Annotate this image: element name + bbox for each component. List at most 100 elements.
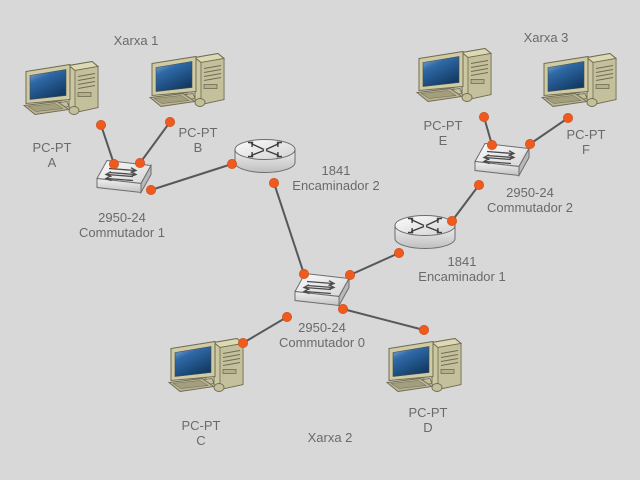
- port_rt1_n-dot[interactable]: [447, 216, 457, 226]
- device-sw1[interactable]: [93, 157, 155, 204]
- device-pc_c[interactable]: [167, 337, 246, 404]
- port_b-dot[interactable]: [165, 117, 175, 127]
- pc-monitor-icon: [418, 50, 464, 97]
- device-model-pc_a: PC-PT: [32, 140, 72, 155]
- device-name-pc_f: F: [582, 142, 590, 157]
- port_sw1_a-dot[interactable]: [109, 159, 119, 169]
- port_d-dot[interactable]: [419, 325, 429, 335]
- pc-tower-icon: [67, 60, 100, 114]
- port_c-dot[interactable]: [238, 338, 248, 348]
- pc-tower-icon: [460, 47, 493, 101]
- pc-tower-icon: [585, 52, 618, 106]
- router-arrows-icon: [407, 217, 443, 234]
- device-model-pc_c: PC-PT: [181, 418, 221, 433]
- device-sw0[interactable]: [291, 270, 353, 317]
- switch-chassis-icon: [474, 142, 530, 178]
- port_sw0_nw-dot[interactable]: [299, 269, 309, 279]
- switch-arrows-icon: [482, 150, 516, 165]
- device-model-rt1: 1841: [447, 254, 477, 269]
- router-chassis-icon: [234, 139, 296, 173]
- port_sw1_up-dot[interactable]: [146, 185, 156, 195]
- router-chassis-icon: [394, 215, 456, 249]
- device-model-pc_f: PC-PT: [566, 127, 606, 142]
- device-pc_f[interactable]: [540, 52, 619, 119]
- link-pc_a-sw1[interactable]: [100, 124, 115, 165]
- pc-tower-icon: [193, 52, 226, 106]
- zone-label-xarxa1: Xarxa 1: [113, 33, 159, 48]
- device-model-pc_b: PC-PT: [178, 125, 218, 140]
- link-pc_c-sw0[interactable]: [242, 316, 288, 344]
- port_a-dot[interactable]: [96, 120, 106, 130]
- device-name-sw0: Commutador 0: [279, 335, 365, 350]
- device-name-pc_e: E: [438, 133, 448, 148]
- device-model-sw0: 2950-24: [298, 320, 346, 335]
- pc-tower-icon: [212, 337, 245, 391]
- device-name-pc_d: D: [423, 420, 433, 435]
- port_sw2_sw-dot[interactable]: [474, 180, 484, 190]
- device-pc_a[interactable]: [22, 60, 101, 127]
- link-rt1-sw2[interactable]: [451, 184, 480, 222]
- port_rt2_s-dot[interactable]: [269, 178, 279, 188]
- device-model-pc_e: PC-PT: [423, 118, 463, 133]
- port_sw0_ne-dot[interactable]: [345, 270, 355, 280]
- device-name-sw1: Commutador 1: [79, 225, 165, 240]
- port_sw2_e-dot[interactable]: [487, 140, 497, 150]
- router-arrows-icon: [247, 141, 283, 158]
- link-pc_d-sw0[interactable]: [342, 308, 425, 331]
- device-name-rt1: Encaminador 1: [418, 269, 506, 284]
- port_rt2_w-dot[interactable]: [227, 159, 237, 169]
- switch-chassis-icon: [294, 272, 350, 308]
- zone-label-xarxa2: Xarxa 2: [307, 430, 353, 445]
- pc-mouse-icon: [194, 98, 206, 107]
- device-name-sw2: Commutador 2: [487, 200, 573, 215]
- port_sw2_f-dot[interactable]: [525, 139, 535, 149]
- device-pc_b[interactable]: [148, 52, 227, 119]
- port_sw0_se-dot[interactable]: [338, 304, 348, 314]
- device-model-sw2: 2950-24: [506, 185, 554, 200]
- port_sw0_sw-dot[interactable]: [282, 312, 292, 322]
- link-pc_b-sw1[interactable]: [139, 121, 171, 164]
- pc-mouse-icon: [213, 383, 225, 392]
- link-sw0-rt1[interactable]: [349, 252, 400, 276]
- link-pc_e-sw2[interactable]: [483, 116, 493, 146]
- device-pc_d[interactable]: [385, 337, 464, 404]
- device-pc_e[interactable]: [415, 47, 494, 114]
- port_sw1_b-dot[interactable]: [135, 158, 145, 168]
- device-name-rt2: Encaminador 2: [292, 178, 380, 193]
- device-rt2[interactable]: [233, 138, 297, 183]
- link-sw1-rt2[interactable]: [150, 163, 233, 191]
- port_rt1_w-dot[interactable]: [394, 248, 404, 258]
- link-pc_f-sw2[interactable]: [529, 117, 569, 145]
- pc-mouse-icon: [461, 93, 473, 102]
- pc-mouse-icon: [68, 106, 80, 115]
- device-model-sw1: 2950-24: [98, 210, 146, 225]
- device-name-pc_a: A: [47, 155, 57, 170]
- pc-tower-icon: [430, 337, 463, 391]
- link-rt2-sw0[interactable]: [273, 182, 305, 275]
- pc-mouse-icon: [586, 98, 598, 107]
- device-rt1[interactable]: [393, 214, 457, 259]
- pc-keyboard-icon: [415, 88, 464, 102]
- device-sw2[interactable]: [471, 140, 533, 187]
- pc-mouse-icon: [431, 383, 443, 392]
- port_f-dot[interactable]: [563, 113, 573, 123]
- switch-arrows-icon: [302, 280, 336, 295]
- device-model-rt2: 1841: [321, 163, 351, 178]
- device-name-pc_c: C: [196, 433, 206, 448]
- zone-label-xarxa3: Xarxa 3: [523, 30, 569, 45]
- port_e-dot[interactable]: [479, 112, 489, 122]
- switch-arrows-icon: [104, 167, 138, 182]
